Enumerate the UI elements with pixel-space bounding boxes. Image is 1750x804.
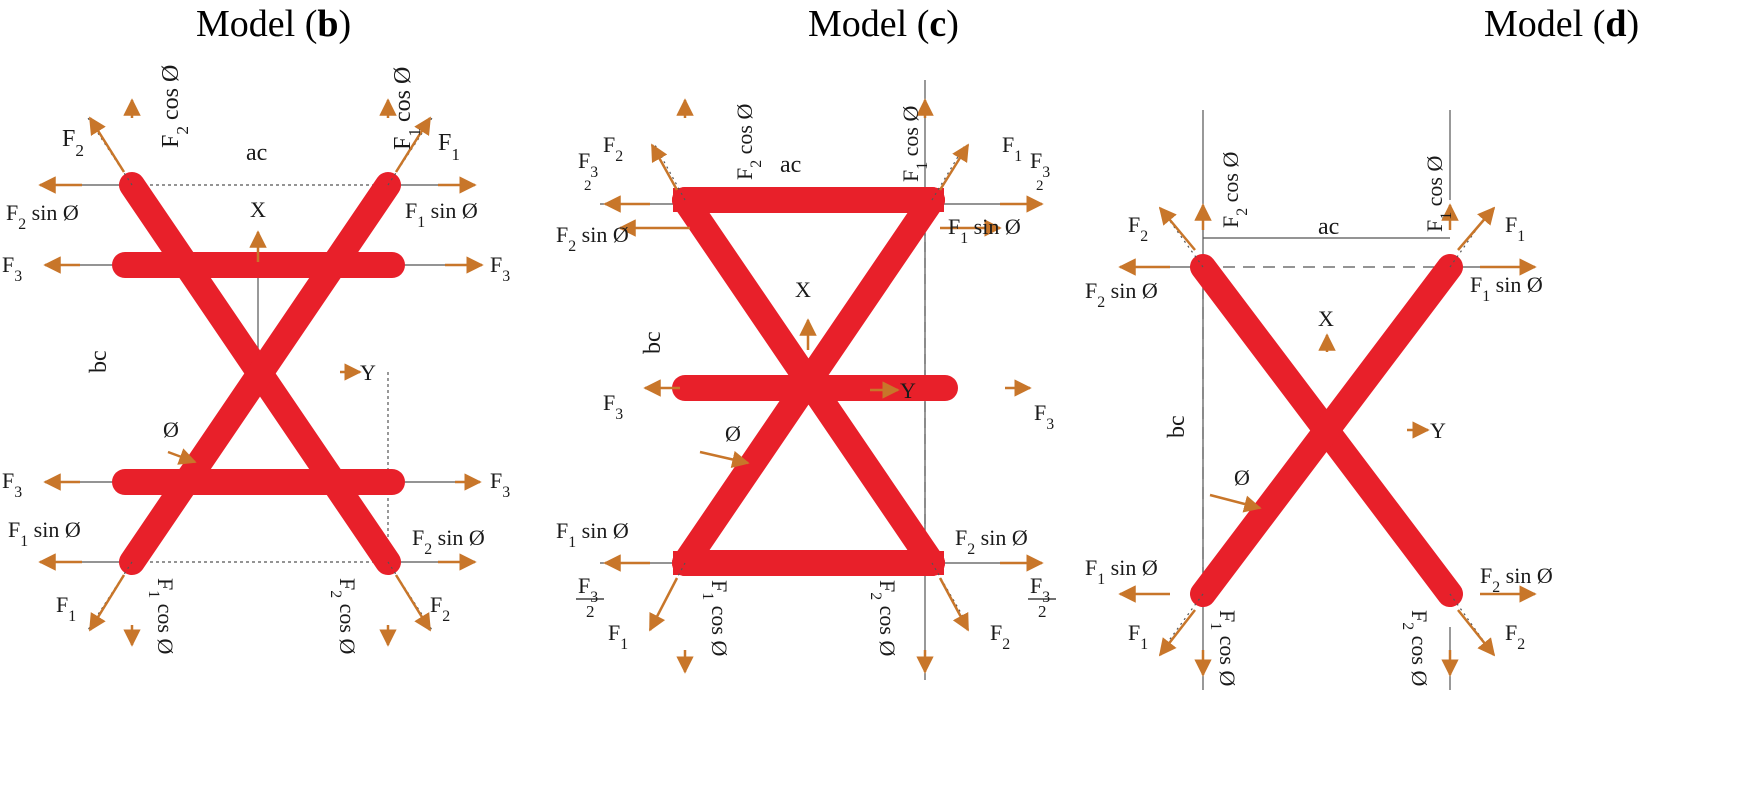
f1-arrow bbox=[394, 116, 432, 173]
title-model-c: Model (c) bbox=[808, 3, 959, 45]
f1-sin-label-bottom: F1 sin Ø bbox=[556, 518, 629, 551]
angle-label: Ø bbox=[163, 417, 179, 442]
f2-sin-label: F2 sin Ø bbox=[556, 222, 629, 255]
angle-label: Ø bbox=[1234, 465, 1250, 490]
f1-label-bottom: F1 bbox=[608, 620, 628, 653]
f1-sin-label-bottom: F1 sin Ø bbox=[1085, 555, 1158, 588]
f1-label: F1 bbox=[438, 130, 460, 164]
f1-cos-label-bottom: F1 cos Ø bbox=[700, 580, 733, 656]
f3-half-label-bottom-left: F3 bbox=[578, 573, 598, 606]
x-label: X bbox=[250, 197, 266, 222]
bc-label: bc bbox=[86, 350, 112, 373]
f2-arrow-bottom bbox=[394, 574, 432, 632]
f1-arrow-bottom bbox=[648, 577, 679, 632]
member-bottom-cap bbox=[673, 551, 944, 575]
f2-label-bottom: F2 bbox=[1505, 620, 1525, 653]
member-diagonal-2 bbox=[119, 172, 401, 575]
angle-arrow bbox=[167, 448, 197, 465]
f2-arrow bbox=[650, 143, 679, 191]
f3-half-label-right: F3 bbox=[1030, 148, 1050, 181]
f1-cos-label: F1 cos Ø bbox=[898, 106, 931, 182]
f2-cos-label: F2 cos Ø bbox=[158, 65, 192, 148]
angle-arrow bbox=[699, 450, 750, 469]
f2-sin-label: F2 sin Ø bbox=[6, 200, 79, 233]
x-label: X bbox=[1318, 306, 1334, 331]
f3-half-label-left: F3 bbox=[578, 148, 598, 181]
f2-label-bottom: F2 bbox=[990, 620, 1010, 653]
fraction-denominator: 2 bbox=[1038, 602, 1047, 621]
f1-sin-label: F1 sin Ø bbox=[405, 198, 478, 231]
ac-label: ac bbox=[780, 152, 801, 178]
y-label: Y bbox=[360, 360, 376, 385]
f2-label: F2 bbox=[603, 132, 623, 165]
f1-sin-label: F1 sin Ø bbox=[1470, 272, 1543, 305]
f2-cos-label: F2 cos Ø bbox=[1218, 152, 1251, 228]
fraction-denominator: 2 bbox=[586, 602, 595, 621]
force-direction-line bbox=[654, 144, 686, 201]
title-model-b: Model (b) bbox=[196, 3, 352, 45]
f2-cos-label-bottom: F2 cos Ø bbox=[868, 580, 901, 656]
f1-sin-label-bottom: F1 sin Ø bbox=[8, 517, 81, 550]
f1-label: F1 bbox=[1002, 132, 1022, 165]
bc-label: bc bbox=[1164, 415, 1190, 438]
f2-arrow-bottom bbox=[938, 577, 970, 632]
y-label: Y bbox=[1430, 418, 1446, 443]
f1-label-bottom: F1 bbox=[56, 592, 76, 625]
f2-sin-label-bottom: F2 sin Ø bbox=[1480, 563, 1553, 596]
ac-label: ac bbox=[246, 140, 267, 166]
bc-label: bc bbox=[640, 331, 666, 354]
f3-label-left: F3 bbox=[2, 252, 22, 285]
f2-arrow-bottom bbox=[1457, 609, 1496, 657]
f1-label-bottom: F1 bbox=[1128, 620, 1148, 653]
force-direction-line bbox=[931, 562, 966, 621]
f2-arrow bbox=[88, 116, 126, 173]
f3-half-denominator-right: 2 bbox=[1036, 178, 1044, 194]
f2-arrow bbox=[1158, 206, 1196, 251]
f3-label-right: F3 bbox=[1034, 400, 1054, 433]
f3-label-left: F3 bbox=[603, 390, 623, 423]
member-top-cap bbox=[673, 188, 944, 212]
f3-label-right: F3 bbox=[490, 252, 510, 285]
f2-cos-label: F2 cos Ø bbox=[732, 104, 765, 180]
x-label: X bbox=[795, 277, 811, 302]
f2-cos-label-bottom: F2 cos Ø bbox=[1400, 610, 1433, 686]
member-diagonal-2 bbox=[1190, 254, 1463, 607]
f1-arrow bbox=[1457, 206, 1496, 251]
f2-label-bottom: F2 bbox=[430, 592, 450, 625]
f2-cos-label-bottom: F2 cos Ø bbox=[328, 578, 361, 654]
f1-cos-label-bottom: F1 cos Ø bbox=[146, 578, 179, 654]
f1-cos-label: F1 cos Ø bbox=[1422, 156, 1455, 232]
f1-label: F1 bbox=[1505, 212, 1525, 245]
f3-label-left-bottom: F3 bbox=[2, 468, 22, 501]
f1-arrow-bottom bbox=[88, 574, 126, 632]
f2-sin-label-bottom: F2 sin Ø bbox=[955, 525, 1028, 558]
y-label: Y bbox=[900, 378, 916, 403]
f1-arrow bbox=[938, 143, 970, 191]
angle-arrow bbox=[1209, 493, 1262, 513]
f1-cos-label-bottom: F1 cos Ø bbox=[1208, 610, 1241, 686]
f2-sin-label: F2 sin Ø bbox=[1085, 278, 1158, 311]
f2-sin-label-bottom: F2 sin Ø bbox=[412, 525, 485, 558]
f3-half-label-bottom-right: F3 bbox=[1030, 573, 1050, 606]
f1-cos-label: F1 cos Ø bbox=[390, 67, 424, 150]
angle-label: Ø bbox=[725, 421, 741, 446]
f2-label: F2 bbox=[62, 126, 84, 160]
ac-label: ac bbox=[1318, 214, 1339, 240]
f3-label-right-bottom: F3 bbox=[490, 468, 510, 501]
title-model-d: Model (d) bbox=[1484, 3, 1640, 45]
f3-half-denominator-left: 2 bbox=[584, 178, 592, 194]
f1-arrow-bottom bbox=[1158, 609, 1196, 657]
f2-label: F2 bbox=[1128, 212, 1148, 245]
f1-sin-label: F1 sin Ø bbox=[948, 214, 1021, 247]
